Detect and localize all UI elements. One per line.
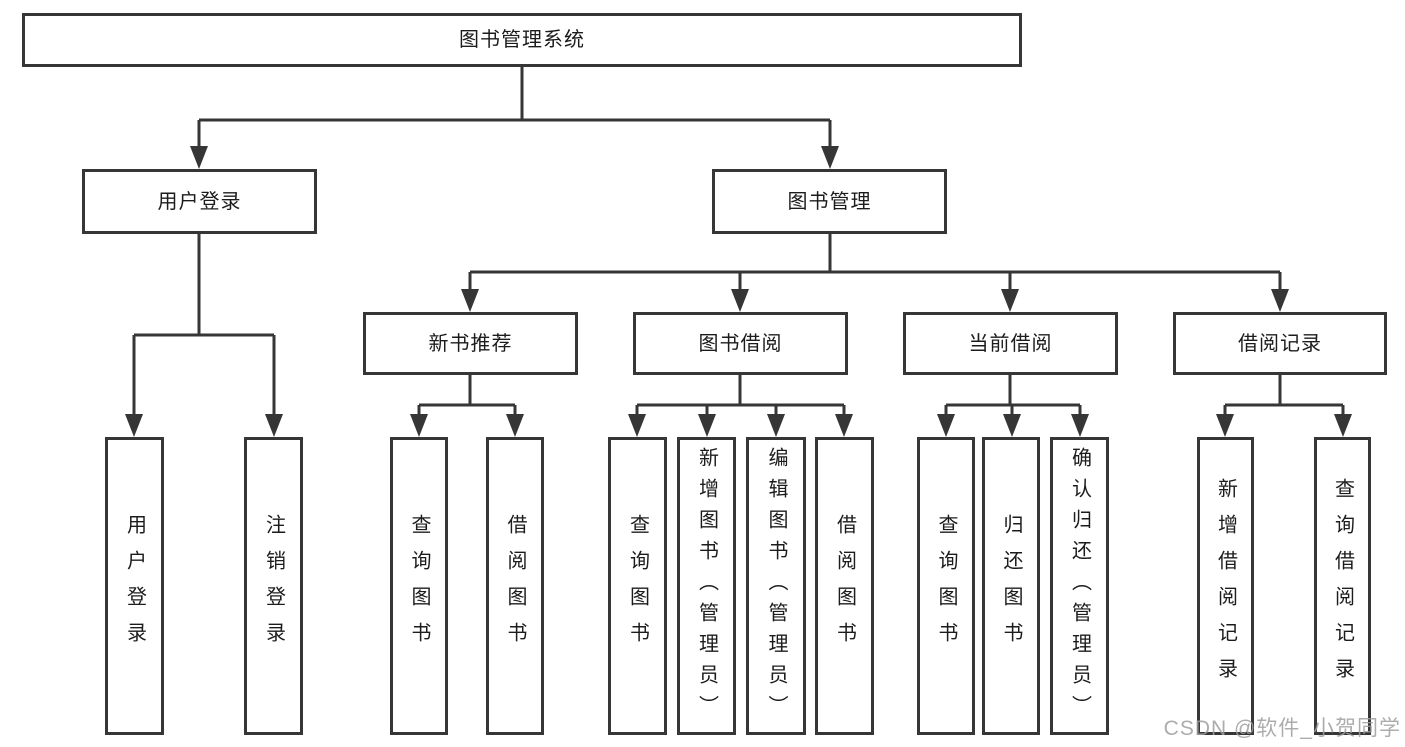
node-current-borrow: 当前借阅 <box>903 312 1118 375</box>
leaf-newbook-query-books: 查询图书 <box>390 437 448 735</box>
leaf-borrow-add-books-admin: 新增图书（管理员） <box>677 437 736 735</box>
leaf-current-query-books: 查询图书 <box>917 437 975 735</box>
leaf-borrow-borrow-books: 借阅图书 <box>815 437 874 735</box>
arrowheads <box>125 146 1352 437</box>
leaf-borrow-query-books: 查询图书 <box>608 437 667 735</box>
leaf-logout-login: 注销登录 <box>244 437 303 735</box>
connector-borrow-group <box>635 375 846 423</box>
node-book-borrow: 图书借阅 <box>633 312 848 375</box>
leaf-records-add-record: 新增借阅记录 <box>1197 437 1254 735</box>
connector-user-group <box>132 234 276 423</box>
connector-root-trunk <box>197 67 832 155</box>
leaf-borrow-edit-books-admin: 编辑图书（管理员） <box>746 437 806 735</box>
leaf-user-login: 用户登录 <box>105 437 164 735</box>
node-new-book-recommend: 新书推荐 <box>363 312 578 375</box>
node-user-login: 用户登录 <box>82 169 317 234</box>
connector-newbook-group <box>417 375 517 423</box>
node-borrow-records: 借阅记录 <box>1173 312 1387 375</box>
node-root-system: 图书管理系统 <box>22 13 1022 67</box>
csdn-watermark: CSDN @软件_小贺同学 <box>1163 717 1401 740</box>
leaf-newbook-borrow-books: 借阅图书 <box>486 437 544 735</box>
connector-mgmt-group <box>468 234 1282 298</box>
connector-records-group <box>1223 375 1345 423</box>
node-book-management: 图书管理 <box>712 169 947 234</box>
leaf-records-query-record: 查询借阅记录 <box>1314 437 1371 735</box>
leaf-current-confirm-return-admin: 确认归还（管理员） <box>1050 437 1109 735</box>
leaf-current-return-books: 归还图书 <box>982 437 1040 735</box>
